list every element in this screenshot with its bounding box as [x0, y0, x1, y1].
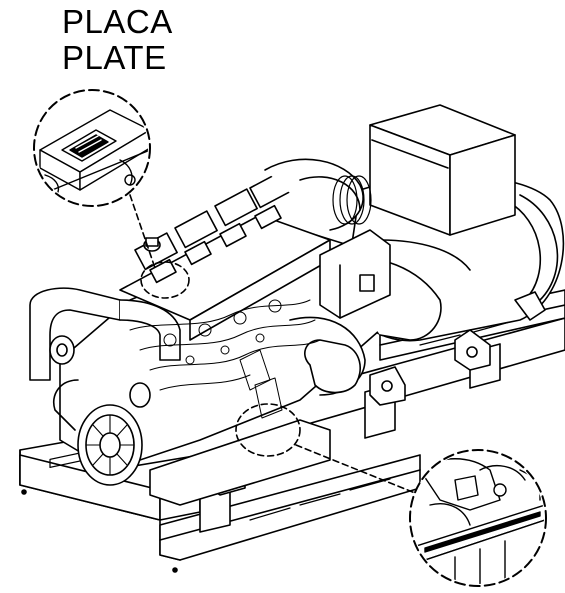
label-plate: PLATE	[62, 39, 167, 76]
alternator	[344, 104, 565, 371]
engine	[29, 158, 471, 506]
frame-callout-magnifier	[235, 403, 547, 587]
label-placa: PLACA	[62, 3, 173, 40]
plate-label: PLACA PLATE	[62, 4, 173, 76]
plate-callout-magnifier	[33, 89, 190, 299]
